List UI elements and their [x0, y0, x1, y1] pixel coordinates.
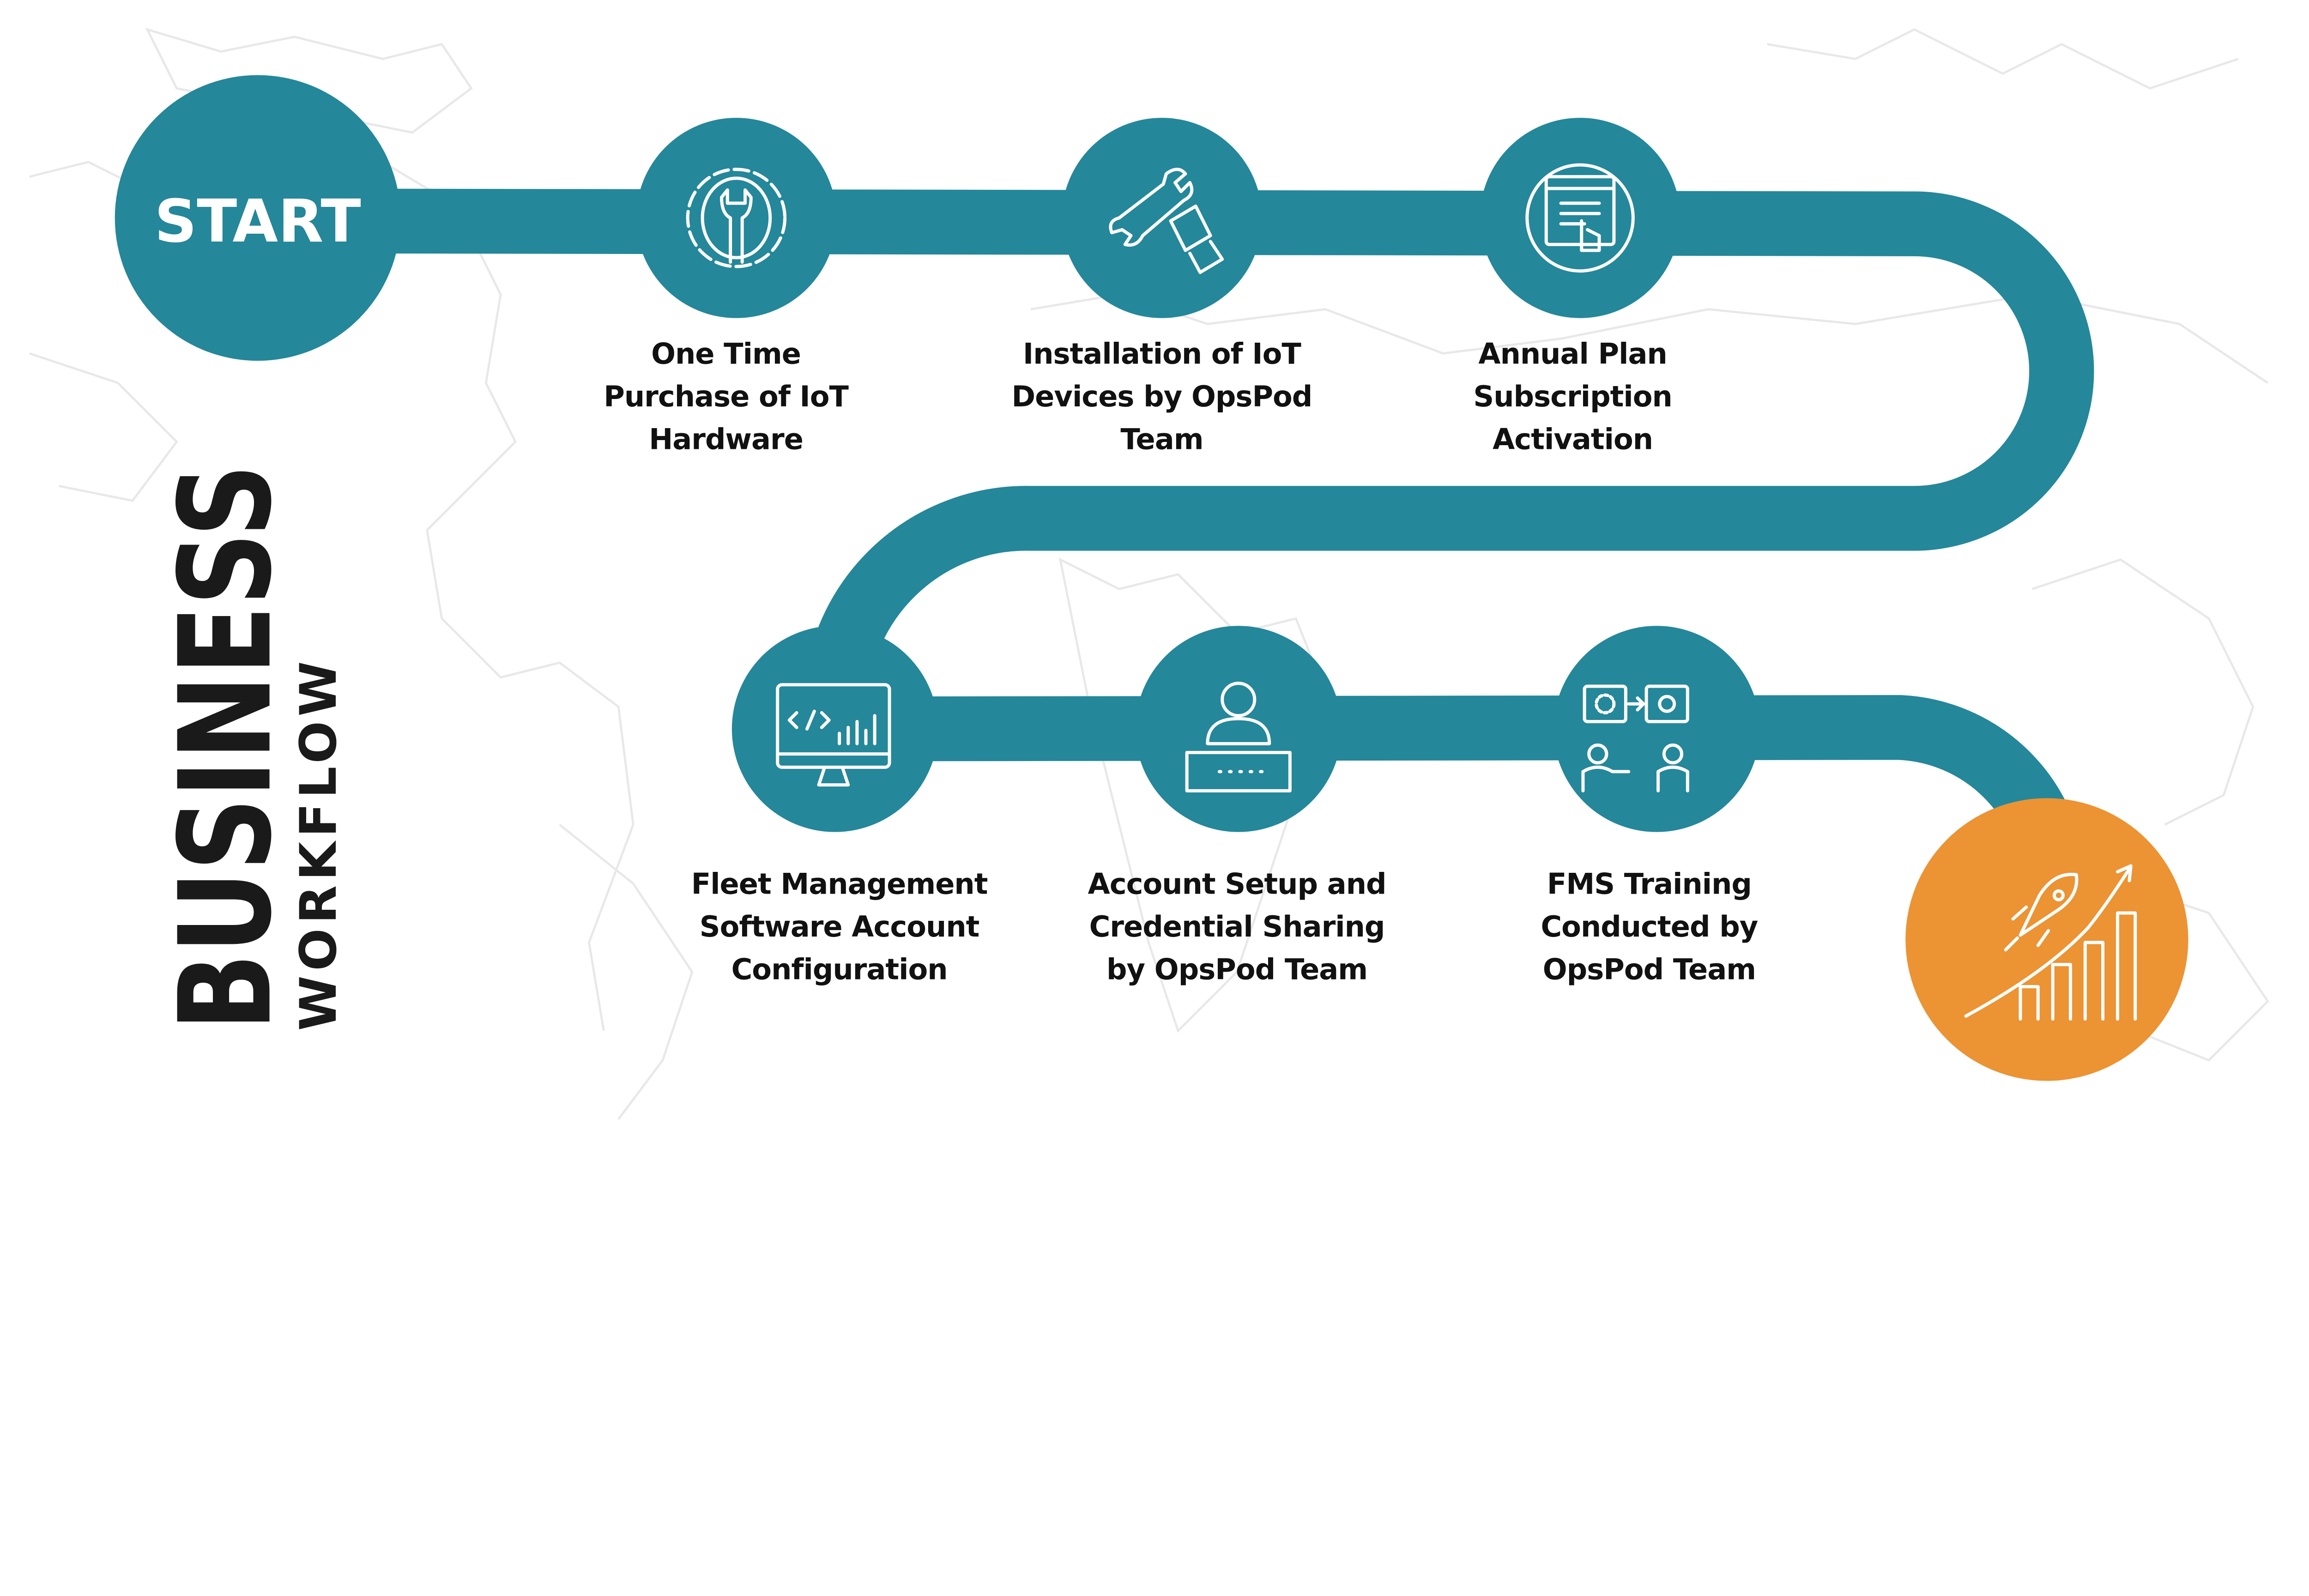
step-4-line-2: Software Account	[700, 910, 979, 943]
step-1-line-3: Hardware	[649, 423, 803, 456]
finish-node	[1905, 798, 2188, 1081]
step-6-line-3: OpsPod Team	[1543, 953, 1756, 986]
user-password-icon	[1185, 682, 1292, 792]
step-1-line-2: Purchase of IoT	[604, 380, 849, 413]
step-1-line-1: One Time	[651, 337, 801, 371]
step-3-line-1: Annual Plan	[1478, 337, 1667, 371]
step-4-line-1: Fleet Management	[691, 867, 988, 901]
step-5-line-3: by OpsPod Team	[1106, 953, 1367, 986]
step-5-line-1: Account Setup and	[1088, 867, 1386, 901]
title-workflow: WORKFLOW	[289, 648, 348, 1031]
step-3-line-3: Activation	[1493, 423, 1653, 456]
rocket-growth-chart-icon	[1964, 864, 2137, 1021]
step-2-line-1: Installation of IoT	[1023, 337, 1301, 371]
step-node-6: FMS Training Conducted by OpsPod Team	[1541, 626, 1760, 986]
step-node-3: Annual Plan Subscription Activation	[1473, 118, 1680, 456]
step-node-5: Account Setup and Credential Sharing by …	[1088, 626, 1387, 986]
hand-wrench-icon	[1109, 168, 1224, 274]
start-node: START	[115, 75, 401, 361]
step-node-1: One Time Purchase of IoT Hardware	[604, 118, 849, 456]
training-presentation-icon	[1581, 684, 1689, 792]
business-workflow-diagram: START One Time Purchase of IoT Hardware …	[29, 27, 2269, 1120]
step-node-2: Installation of IoT Devices by OpsPod Te…	[1012, 118, 1312, 456]
step-6-line-1: FMS Training	[1547, 867, 1752, 901]
step-2-line-3: Team	[1120, 423, 1203, 456]
step-3-line-2: Subscription	[1473, 380, 1672, 413]
monitor-code-chart-icon	[776, 683, 891, 787]
step-4-line-3: Configuration	[731, 953, 948, 986]
gear-wrench-icon	[686, 168, 787, 268]
step-6-line-2: Conducted by	[1541, 910, 1758, 943]
step-5-line-2: Credential Sharing	[1089, 910, 1385, 943]
step-node-4: Fleet Management Software Account Config…	[691, 626, 988, 986]
browser-click-icon	[1525, 163, 1635, 273]
start-label: START	[154, 187, 361, 256]
step-2-line-2: Devices by OpsPod	[1012, 380, 1312, 413]
title-business: BUSINESS	[152, 464, 300, 1031]
